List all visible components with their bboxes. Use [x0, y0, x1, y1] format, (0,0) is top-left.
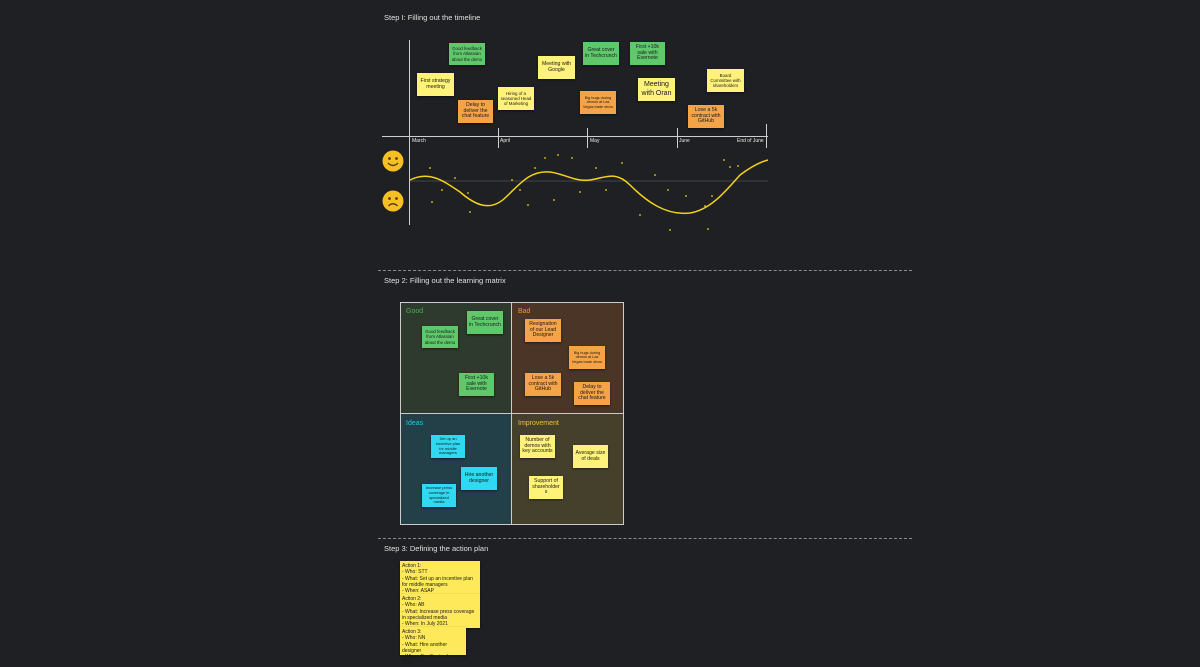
label-ideas: Ideas: [406, 420, 424, 427]
note-first-10k[interactable]: First +10k sale with Evernote: [630, 42, 665, 65]
step1-title: Step I: Filling out the timeline: [384, 13, 481, 22]
matrix-note-good-feedback[interactable]: Good feedback from Atlassian about the d…: [422, 326, 458, 348]
matrix-note-big-bugs[interactable]: Big bugs during demos at Las Vegas trade…: [569, 346, 605, 369]
note-great-cover[interactable]: Great cover in Techcrunch: [583, 42, 619, 65]
tick-end-of-june: [766, 124, 767, 148]
label-bad: Bad: [518, 308, 531, 315]
step3-title: Step 3: Defining the action plan: [384, 544, 489, 553]
sad-face-icon: [382, 190, 404, 212]
tick-june: [677, 128, 678, 148]
mood-dots: [429, 154, 739, 231]
action-card-3[interactable]: Action 3: - Who: NN - What: Hire another…: [400, 627, 466, 666]
matrix-note-resignation[interactable]: Resignation of our Lead Designer: [525, 319, 561, 342]
matrix-note-average-deals[interactable]: Average size of deals: [573, 445, 608, 468]
note-board-committee[interactable]: Board Committee with shareholders: [707, 69, 744, 92]
month-label-march: March: [412, 138, 426, 144]
note-good-feedback[interactable]: Good feedback from Atlassian about the d…: [449, 43, 485, 65]
month-label-april: April: [500, 138, 511, 144]
matrix-note-lose-5k[interactable]: Lose a 5k contract with GitHub: [525, 373, 561, 396]
matrix-note-first-10k[interactable]: First +10k sale with Evernote: [459, 373, 494, 396]
tick-march: [409, 128, 410, 148]
note-lose-5k[interactable]: Lose a 5k contract with GitHub: [688, 105, 724, 128]
timeline-horizontal-axis: [382, 136, 768, 137]
month-label-june: June: [679, 138, 690, 144]
divider-1: [378, 270, 912, 271]
note-big-bugs[interactable]: Big bugs during demos at Las Vegas trade…: [580, 91, 616, 114]
month-label-may: May: [590, 138, 600, 144]
mood-curve-line: [409, 159, 769, 215]
label-good: Good: [406, 308, 424, 315]
label-improvement: Improvement: [518, 420, 559, 427]
matrix-note-incentive-plan[interactable]: Set up an incentive plan for middle mana…: [431, 435, 465, 458]
matrix-note-great-cover[interactable]: Great cover in Techcrunch: [467, 311, 503, 334]
month-label-end-of-june: End of June: [737, 138, 764, 144]
quadrant-improvement: [512, 413, 624, 525]
matrix-note-number-demos[interactable]: Number of demos with key accounts: [520, 435, 555, 458]
tick-april: [498, 128, 499, 148]
note-meeting-google[interactable]: Meeting with Google: [538, 56, 575, 79]
matrix-note-support-shareholders[interactable]: Support of shareholder s: [529, 476, 563, 499]
step2-title: Step 2: Filling out the learning matrix: [384, 276, 506, 285]
matrix-note-delay-chat[interactable]: Delay to deliver the chat feature: [574, 382, 610, 405]
note-hiring-head[interactable]: Hiring of a seasoned Head of Marketing: [498, 87, 534, 110]
note-first-strategy[interactable]: First strategy meeting: [417, 73, 454, 96]
happy-face-icon: [382, 150, 404, 172]
action-card-1[interactable]: Action 1: - Who: STT - What: Set up an i…: [400, 561, 480, 595]
matrix-note-hire-designer[interactable]: Hire another designer: [461, 467, 497, 490]
action-card-2[interactable]: Action 2: - Who: AB - What: Increase pre…: [400, 594, 480, 628]
note-meeting-oran[interactable]: Meeting with Oran: [638, 78, 675, 101]
matrix-note-press-coverage[interactable]: Increase press coverage in specialized m…: [422, 484, 456, 507]
tick-may: [587, 128, 588, 148]
note-delay-chat[interactable]: Delay to deliver the chat feature: [458, 100, 493, 123]
divider-2: [378, 538, 912, 539]
